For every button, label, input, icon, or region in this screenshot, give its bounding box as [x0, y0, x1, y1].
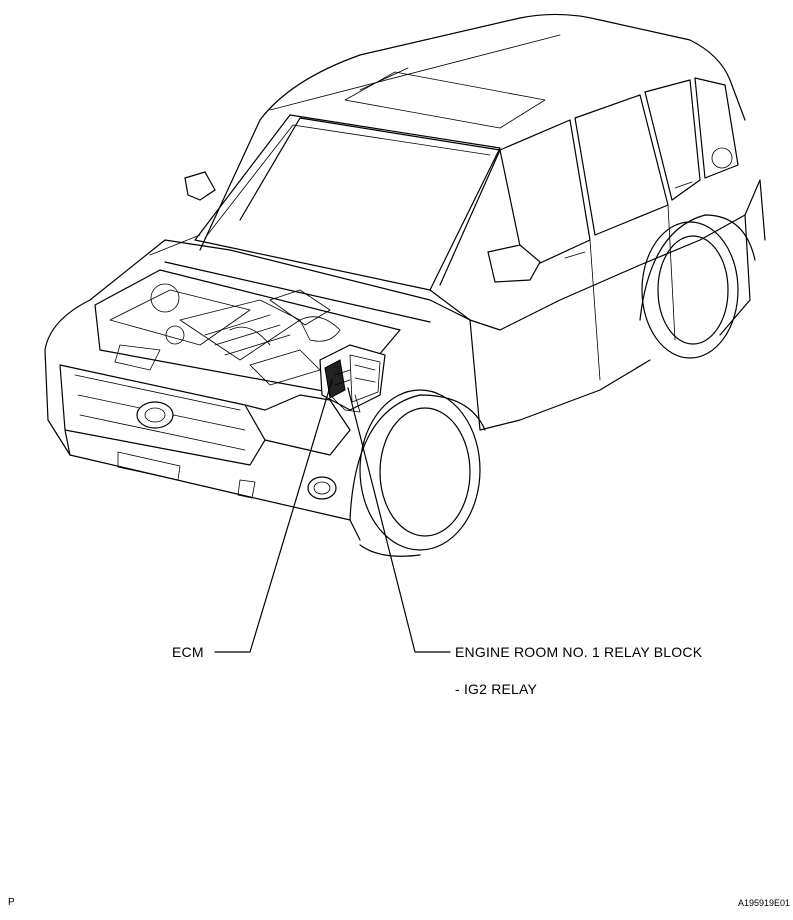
page-mark: P	[8, 897, 15, 908]
door-handle	[564, 251, 586, 259]
front-end	[44, 299, 361, 541]
sunroof	[344, 71, 546, 129]
fog-lamp	[307, 476, 337, 500]
ecm-label: ECM	[172, 644, 204, 660]
left-mirror	[184, 171, 216, 201]
relay-block-leader-line	[347, 387, 451, 653]
hood	[89, 234, 471, 323]
ecm-leader-line	[214, 379, 333, 653]
fuel-cap	[711, 147, 733, 169]
license-plate	[117, 451, 181, 481]
front-wheel	[349, 389, 486, 557]
windshield	[194, 114, 501, 291]
roof	[199, 13, 746, 286]
ig2-relay-label: - IG2 RELAY	[455, 681, 538, 697]
body-side	[429, 147, 766, 431]
side-mirror	[487, 244, 541, 283]
emblem	[136, 401, 174, 429]
relay-block-label: ENGINE ROOM NO. 1 RELAY BLOCK	[455, 644, 703, 660]
side-windows	[499, 77, 739, 271]
rear-wheel	[639, 214, 756, 359]
figure-code: A195919E01	[738, 898, 791, 908]
ecm-relay-area	[319, 344, 386, 413]
